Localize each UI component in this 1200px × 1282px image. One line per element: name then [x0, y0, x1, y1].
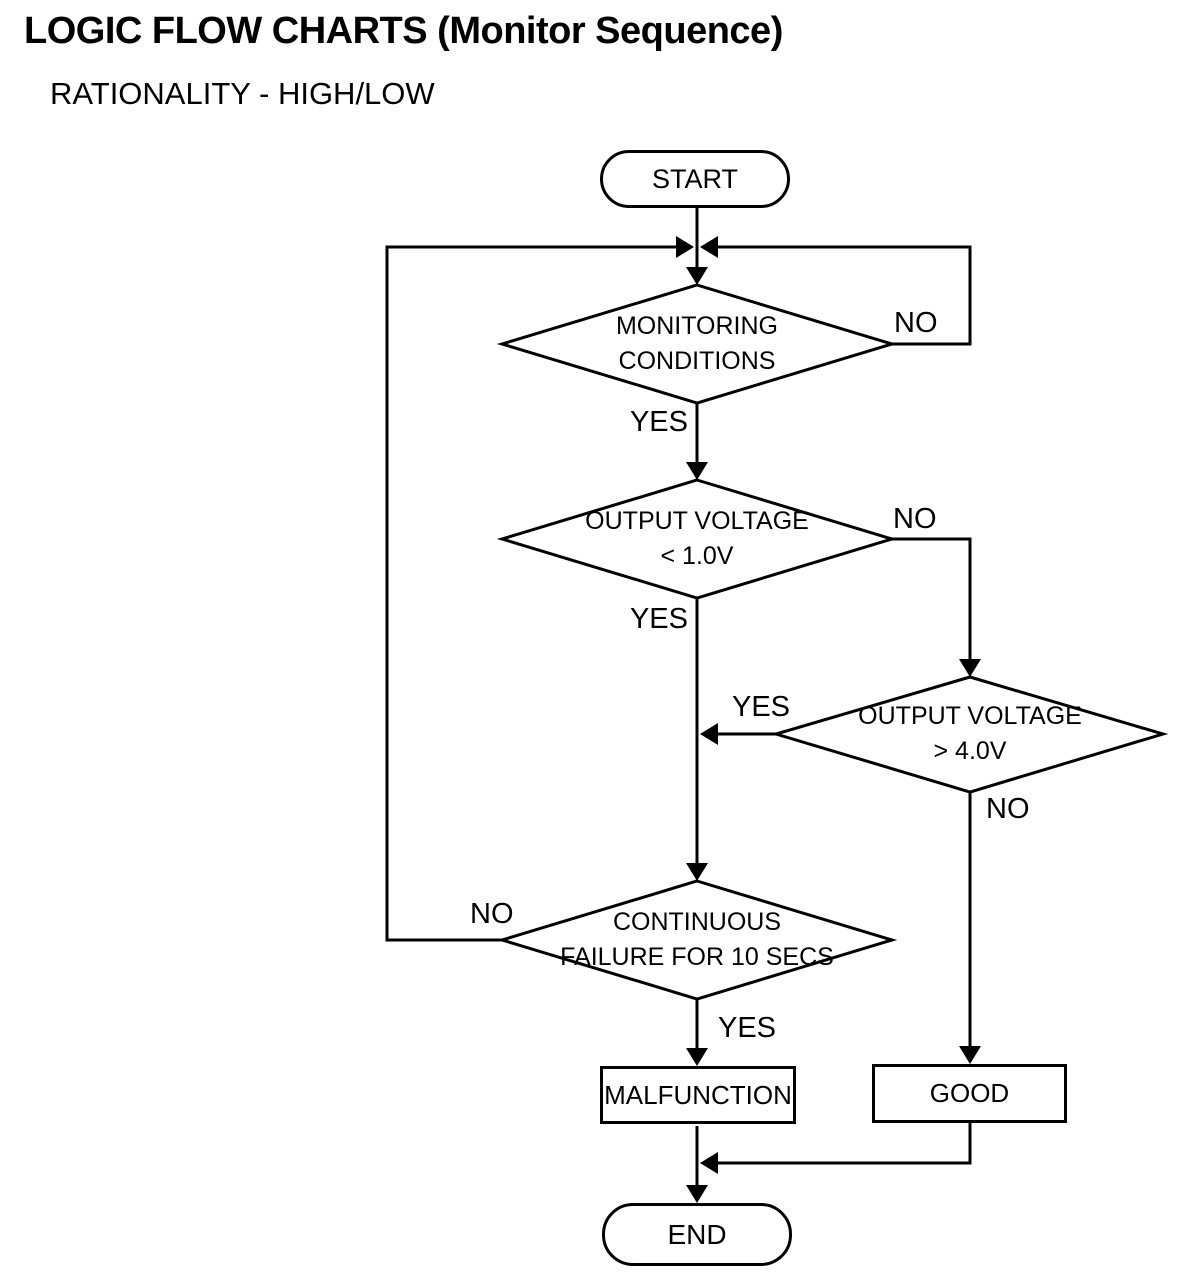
- arrow-down-icon: [686, 267, 708, 285]
- edge-voltage-high-no: [959, 792, 981, 1064]
- monitoring-conditions-line1: MONITORING: [615, 312, 779, 340]
- malfunction-node: MALFUNCTION: [600, 1066, 796, 1124]
- monitoring-yes-label: YES: [629, 406, 688, 438]
- edge-voltage-low-yes: [686, 598, 708, 881]
- page-title: LOGIC FLOW CHARTS (Monitor Sequence): [24, 10, 783, 52]
- arrow-down-icon: [959, 1046, 981, 1064]
- edge-continuous-failure-yes: [686, 999, 708, 1066]
- arrow-right-icon: [676, 236, 694, 258]
- output-voltage-low-line2: < 1.0V: [660, 542, 734, 570]
- arrow-down-icon: [686, 1185, 708, 1203]
- start-label: START: [651, 163, 738, 194]
- arrow-down-icon: [959, 659, 981, 677]
- output-voltage-low-decision: OUTPUT VOLTAGE < 1.0V: [502, 481, 892, 597]
- continuous-failure-no-label: NO: [470, 898, 514, 930]
- output-voltage-high-decision: OUTPUT VOLTAGE > 4.0V: [776, 678, 1164, 790]
- edge-voltage-low-no: [892, 537, 981, 677]
- output-voltage-low-decision-shape: [496, 478, 898, 600]
- edge-good-to-end: [700, 1123, 972, 1174]
- monitoring-no-label: NO: [894, 307, 938, 339]
- voltage-high-yes-label: YES: [732, 691, 791, 723]
- voltage-high-no-label: NO: [986, 793, 1030, 825]
- end-node: END: [602, 1203, 792, 1266]
- good-node: GOOD: [872, 1064, 1067, 1123]
- output-voltage-low-line1: OUTPUT VOLTAGE: [585, 507, 809, 535]
- voltage-low-no-label: NO: [893, 503, 937, 535]
- edge-malfunction-to-end: [686, 1126, 708, 1203]
- edge-monitoring-no-loop: [700, 236, 972, 346]
- malfunction-label: MALFUNCTION: [604, 1079, 792, 1110]
- edge-monitoring-yes: [686, 403, 708, 480]
- continuous-failure-line1: CONTINUOUS: [612, 908, 782, 936]
- end-label: END: [667, 1218, 727, 1250]
- arrow-left-icon: [700, 1152, 718, 1174]
- monitoring-conditions-line2: CONDITIONS: [618, 347, 776, 375]
- continuous-failure-line2: FAILURE FOR 10 SECS: [560, 943, 834, 971]
- output-voltage-high-line2: > 4.0V: [933, 737, 1007, 765]
- continuous-failure-decision-shape: [496, 879, 898, 1001]
- continuous-failure-yes-label: YES: [718, 1012, 777, 1044]
- edge-continuous-failure-no-loop: [385, 236, 694, 942]
- output-voltage-high-decision-shape: [770, 675, 1169, 794]
- arrow-left-icon: [700, 236, 718, 258]
- arrow-down-icon: [686, 863, 708, 881]
- arrow-left-icon: [700, 723, 718, 745]
- edge-start-to-monitoring: [686, 208, 708, 285]
- arrow-down-icon: [686, 462, 708, 480]
- page-subtitle: RATIONALITY - HIGH/LOW: [50, 76, 435, 111]
- voltage-low-yes-label: YES: [629, 603, 688, 635]
- arrow-down-icon: [686, 1048, 708, 1066]
- monitoring-conditions-decision-shape: [496, 283, 898, 405]
- monitoring-conditions-decision: MONITORING CONDITIONS: [502, 286, 892, 402]
- continuous-failure-decision: CONTINUOUS FAILURE FOR 10 SECS: [502, 882, 892, 998]
- edge-voltage-high-yes: [700, 723, 776, 745]
- good-label: GOOD: [929, 1078, 1010, 1108]
- start-node: START: [600, 150, 790, 208]
- output-voltage-high-line1: OUTPUT VOLTAGE: [858, 702, 1082, 730]
